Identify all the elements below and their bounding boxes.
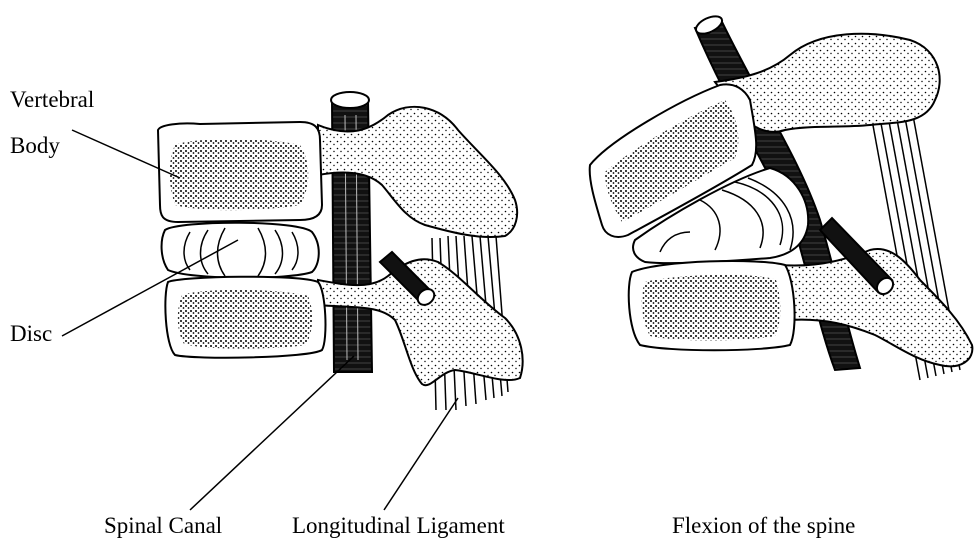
label-longitudinal-ligament: Longitudinal Ligament bbox=[292, 514, 505, 537]
leader-spinal-canal bbox=[190, 356, 354, 510]
label-vertebral: Vertebral bbox=[10, 88, 94, 111]
label-flexion-of-the-spine: Flexion of the spine bbox=[672, 514, 855, 537]
label-spinal-canal: Spinal Canal bbox=[104, 514, 222, 537]
lower-vertebral-body-right bbox=[629, 261, 795, 350]
right-spine-figure-flexion bbox=[590, 13, 973, 380]
upper-vertebral-body-left bbox=[158, 122, 322, 222]
left-spine-figure bbox=[158, 92, 523, 410]
leader-longitudinal-ligament bbox=[384, 398, 458, 510]
lower-vertebral-body-left bbox=[165, 277, 325, 358]
label-disc: Disc bbox=[10, 322, 52, 345]
label-body: Body bbox=[10, 134, 60, 157]
